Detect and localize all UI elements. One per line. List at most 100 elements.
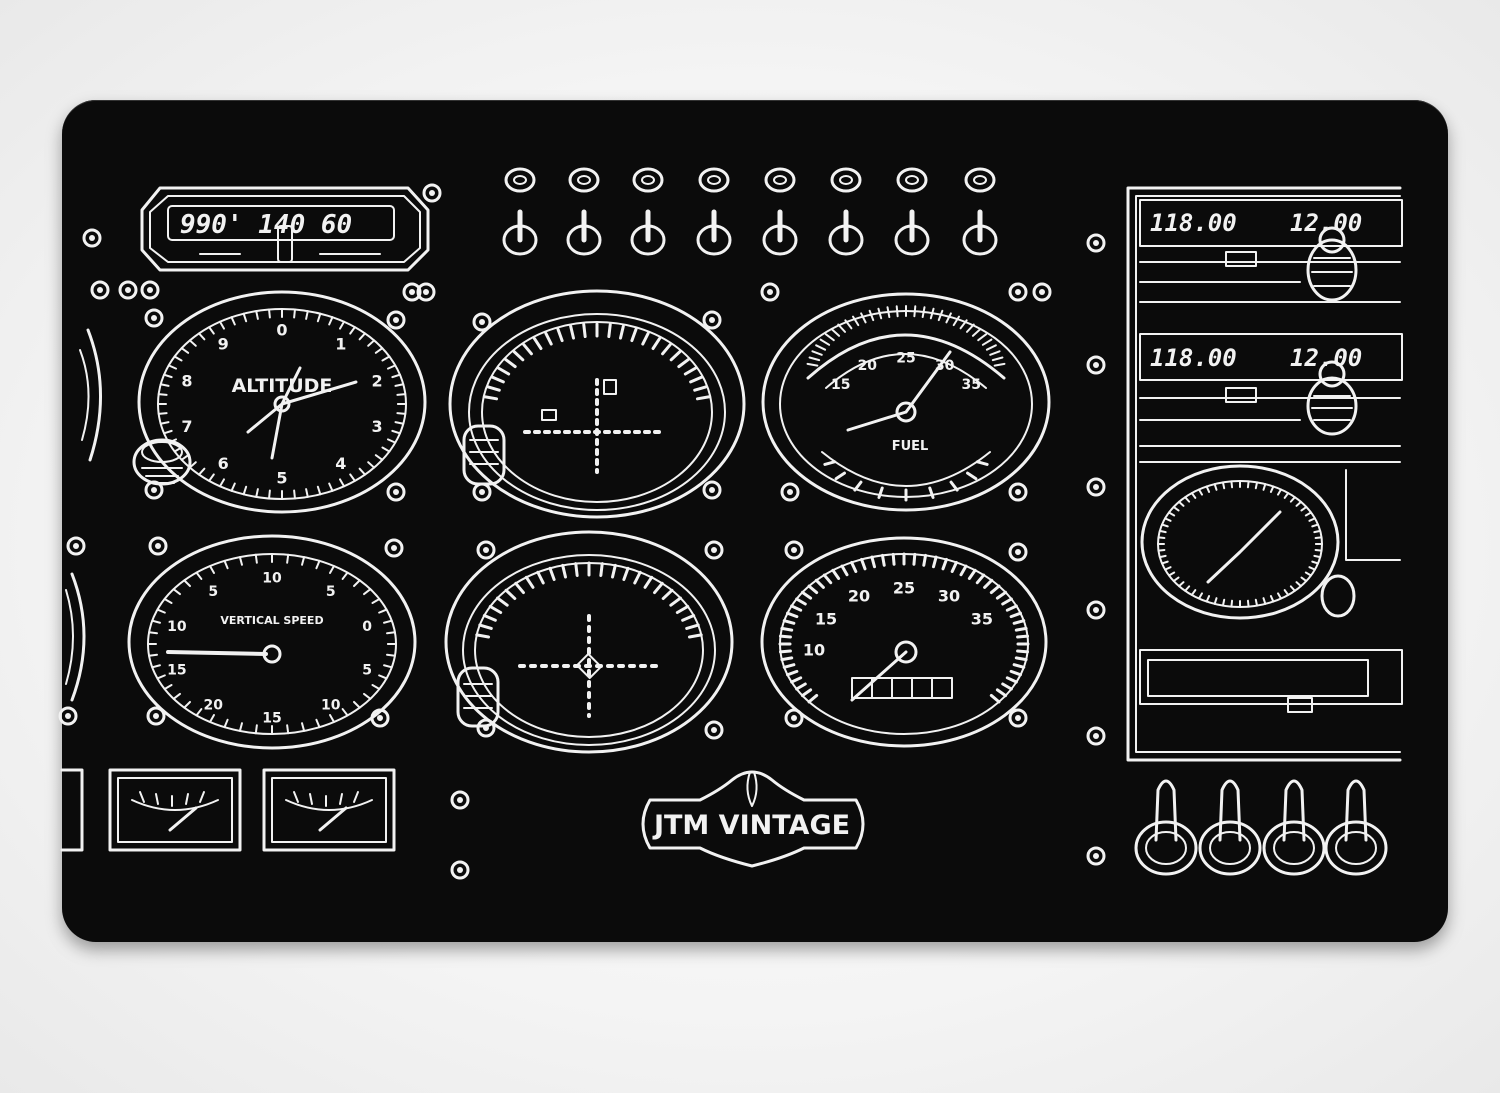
scale-tick bbox=[1313, 529, 1322, 534]
scale-tick bbox=[975, 460, 989, 466]
screw-icon bbox=[1086, 846, 1106, 866]
screw-center bbox=[1039, 289, 1045, 295]
scale-tick bbox=[198, 332, 206, 341]
screw-icon bbox=[1086, 355, 1106, 375]
scale-number: 20 bbox=[858, 358, 878, 374]
scale-tick bbox=[1254, 598, 1259, 607]
scale-tick bbox=[238, 556, 243, 566]
screw-center bbox=[791, 715, 797, 721]
scale-tick bbox=[1190, 589, 1197, 596]
screw-icon bbox=[1086, 600, 1106, 620]
indicator-lamp-core bbox=[973, 175, 987, 185]
screw-center bbox=[423, 289, 429, 295]
screw-center bbox=[479, 489, 485, 495]
scale-tick bbox=[238, 722, 243, 732]
scale-tick bbox=[811, 350, 823, 356]
scale-tick bbox=[1304, 511, 1313, 517]
scale-tick bbox=[1289, 585, 1296, 592]
screw-center bbox=[151, 487, 157, 493]
screw-icon bbox=[148, 536, 168, 556]
scale-number: 4 bbox=[335, 454, 346, 473]
scale-tick bbox=[1009, 611, 1023, 619]
screw-center bbox=[1015, 549, 1021, 555]
scale-tick bbox=[913, 305, 917, 318]
scale-tick bbox=[180, 347, 190, 354]
screw-center bbox=[709, 487, 715, 493]
attitude-indicator-gauge bbox=[448, 289, 746, 519]
scale-tick bbox=[782, 619, 796, 625]
scale-tick bbox=[582, 323, 587, 339]
radio2-knob-icon bbox=[1306, 360, 1358, 436]
scale-tick bbox=[195, 571, 203, 580]
scale-tick bbox=[358, 332, 366, 341]
screw-center bbox=[393, 317, 399, 323]
screw-icon bbox=[58, 706, 78, 726]
scale-tick bbox=[1308, 517, 1316, 522]
scale-tick bbox=[396, 412, 407, 415]
scale-tick bbox=[928, 486, 935, 499]
scale-number: 5 bbox=[208, 584, 218, 600]
screw-center bbox=[1093, 733, 1099, 739]
screw-center bbox=[479, 319, 485, 325]
scale-tick bbox=[800, 590, 813, 600]
scale-tick bbox=[651, 336, 662, 351]
scale-tick bbox=[807, 693, 819, 704]
scale-tick bbox=[1314, 536, 1323, 540]
screw-center bbox=[125, 287, 131, 293]
scale-tick bbox=[316, 485, 322, 496]
scale-tick bbox=[981, 338, 993, 346]
screw-center bbox=[1015, 289, 1021, 295]
scale-tick bbox=[148, 653, 158, 657]
scale-tick bbox=[163, 373, 173, 379]
scale-tick bbox=[619, 324, 625, 340]
scale-tick bbox=[1304, 571, 1313, 577]
scale-tick bbox=[959, 564, 968, 577]
screw-icon bbox=[780, 482, 800, 502]
scale-tick bbox=[1005, 676, 1018, 684]
scale-tick bbox=[1198, 488, 1203, 496]
scale-tick bbox=[653, 581, 664, 595]
toggle-lever bbox=[1154, 779, 1178, 842]
scale-tick bbox=[183, 700, 191, 709]
scale-number: 15 bbox=[815, 609, 837, 628]
scale-tick bbox=[1164, 566, 1172, 571]
scale-tick bbox=[891, 552, 896, 566]
scale-tick bbox=[830, 328, 841, 337]
scale-tick bbox=[1246, 480, 1250, 489]
scale-tick bbox=[1311, 523, 1319, 528]
scale-tick bbox=[977, 333, 988, 342]
scale-tick bbox=[268, 489, 271, 500]
radio1-active-frequency: 118.00 bbox=[1150, 209, 1237, 237]
scale-tick bbox=[328, 482, 334, 492]
scale-tick bbox=[785, 611, 799, 619]
master-switches bbox=[1134, 779, 1388, 876]
scale-number: 0 bbox=[362, 619, 372, 635]
scale-tick bbox=[1178, 500, 1185, 507]
screw-icon bbox=[386, 310, 406, 330]
screw-icon bbox=[146, 706, 166, 726]
scale-tick bbox=[556, 327, 564, 343]
screw-icon bbox=[450, 860, 470, 880]
scale-tick bbox=[293, 489, 296, 500]
radio1-knob-icon bbox=[1306, 226, 1358, 302]
scale-tick bbox=[374, 454, 384, 461]
scale-tick bbox=[852, 315, 860, 327]
screw-center bbox=[151, 315, 157, 321]
scale-number: 10 bbox=[321, 697, 341, 713]
scale-tick bbox=[367, 339, 376, 347]
screw-icon bbox=[1086, 233, 1106, 253]
scale-tick bbox=[561, 563, 567, 579]
scale-tick bbox=[1184, 585, 1191, 592]
scale-tick bbox=[363, 588, 372, 596]
scale-tick bbox=[877, 486, 884, 499]
screw-icon bbox=[140, 280, 160, 300]
scale-tick bbox=[937, 309, 944, 322]
scale-tick bbox=[1262, 597, 1267, 605]
scale-tick bbox=[965, 323, 975, 333]
scale-tick bbox=[504, 357, 517, 369]
scale-tick bbox=[895, 305, 899, 318]
scale-number: 25 bbox=[893, 578, 915, 597]
scale-tick bbox=[1295, 500, 1302, 507]
screw-icon bbox=[476, 540, 496, 560]
